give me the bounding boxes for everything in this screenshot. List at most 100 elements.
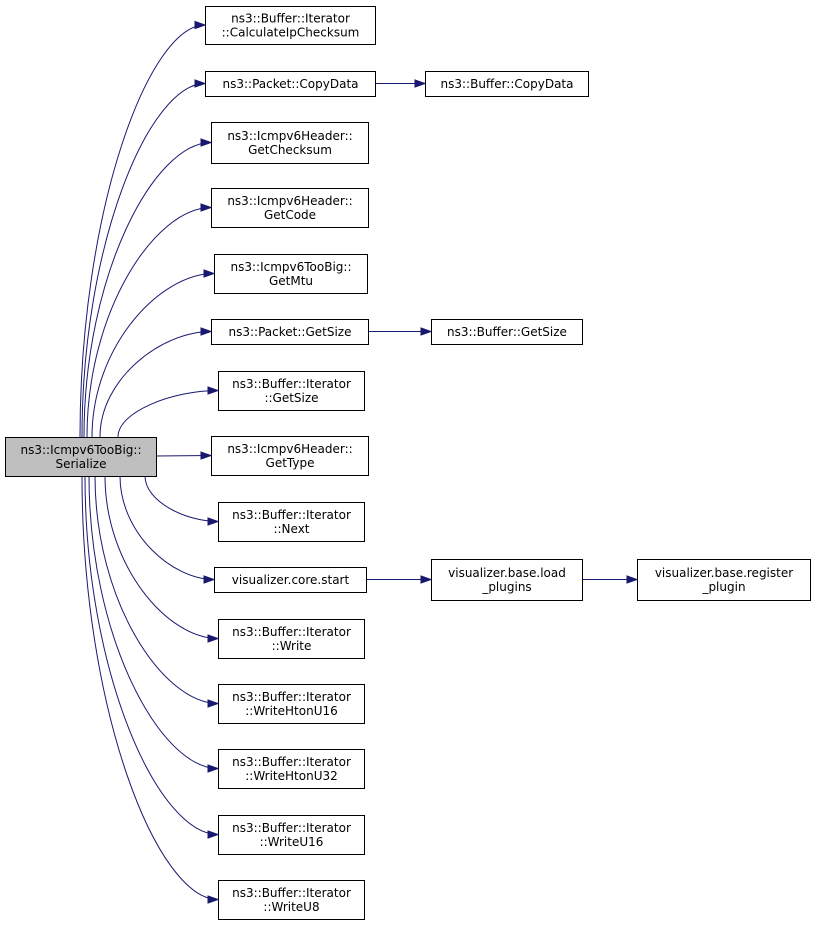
edge-root-to-calc_ip_checksum <box>79 24 206 438</box>
node-box-packet_copydata <box>205 71 376 97</box>
edge-root-to-write_u16 <box>84 475 219 835</box>
node-get_mtu[interactable]: ns3::Icmpv6TooBig::GetMtu <box>214 254 368 294</box>
node-label-calc_ip_checksum-1: ::CalculateIpChecksum <box>222 26 360 40</box>
node-iterator_next[interactable]: ns3::Buffer::Iterator::Next <box>218 502 365 542</box>
node-iterator_getsize[interactable]: ns3::Buffer::Iterator::GetSize <box>218 371 365 411</box>
edge-root-to-vis_core_start <box>119 475 215 580</box>
node-label-write_hton_u16-1: ::WriteHtonU16 <box>245 704 338 718</box>
node-vis_core_start[interactable]: visualizer.core.start <box>214 567 367 593</box>
node-label-iterator_next-1: ::Next <box>273 522 309 536</box>
node-box-buffer_getsize <box>431 319 583 345</box>
arrowhead-vis_core_start <box>203 575 216 584</box>
node-label-write_u8-1: ::WriteU8 <box>263 900 319 914</box>
node-get_checksum[interactable]: ns3::Icmpv6Header::GetChecksum <box>211 122 369 164</box>
edge-root-to-write_u8 <box>81 475 219 900</box>
node-packet_getsize[interactable]: ns3::Packet::GetSize <box>211 319 369 345</box>
node-write_u16[interactable]: ns3::Buffer::Iterator::WriteU16 <box>218 815 365 855</box>
node-label-buffer_copydata-0: ns3::Buffer::CopyData <box>441 77 574 91</box>
edge-root-to-write_hton_u16 <box>94 475 219 704</box>
arrowhead-iterator_next <box>207 517 220 526</box>
node-write_hton_u32[interactable]: ns3::Buffer::Iterator::WriteHtonU32 <box>218 749 365 789</box>
edge-root-to-packet_getsize <box>99 331 212 438</box>
node-root[interactable]: ns3::Icmpv6TooBig::Serialize <box>5 437 157 477</box>
node-calc_ip_checksum[interactable]: ns3::Buffer::Iterator::CalculateIpChecks… <box>205 6 376 45</box>
node-box-buffer_copydata <box>425 71 589 97</box>
node-box-write_u16 <box>218 815 365 855</box>
arrowhead-vis_load_plugins <box>420 575 433 584</box>
node-label-write_hton_u32-0: ns3::Buffer::Iterator <box>232 755 351 769</box>
node-label-vis_register_plugin-1: _plugin <box>701 580 745 594</box>
arrowhead-write_u8 <box>207 895 220 904</box>
node-label-vis_load_plugins-1: _plugins <box>481 580 531 594</box>
node-label-get_mtu-1: GetMtu <box>269 274 313 288</box>
node-label-root-0: ns3::Icmpv6TooBig:: <box>20 443 141 457</box>
node-get_code[interactable]: ns3::Icmpv6Header::GetCode <box>211 188 369 228</box>
node-vis_register_plugin[interactable]: visualizer.base.register_plugin <box>637 559 811 601</box>
node-box-write_u8 <box>218 880 365 920</box>
node-box-calc_ip_checksum <box>205 6 376 45</box>
node-label-get_code-1: GetCode <box>264 208 316 222</box>
edge-root-to-iterator_getsize <box>117 390 219 438</box>
node-box-get_checksum <box>211 122 369 164</box>
node-label-get_mtu-0: ns3::Icmpv6TooBig:: <box>230 260 351 274</box>
node-label-packet_getsize-0: ns3::Packet::GetSize <box>229 325 352 339</box>
node-label-vis_load_plugins-0: visualizer.base.load <box>448 566 566 580</box>
node-box-write_hton_u16 <box>218 684 365 724</box>
edge-root-to-get_checksum <box>83 142 212 438</box>
node-box-vis_register_plugin <box>637 559 811 601</box>
arrowhead-get_code <box>200 203 213 212</box>
node-box-vis_load_plugins <box>431 559 583 601</box>
node-box-packet_getsize <box>211 319 369 345</box>
arrowhead-write_hton_u16 <box>207 699 220 708</box>
node-label-write_u16-1: ::WriteU16 <box>260 835 324 849</box>
node-buffer_getsize[interactable]: ns3::Buffer::GetSize <box>431 319 583 345</box>
node-write_hton_u16[interactable]: ns3::Buffer::Iterator::WriteHtonU16 <box>218 684 365 724</box>
edge-root-to-get_code <box>86 207 212 438</box>
edges-layer <box>79 20 639 904</box>
arrowhead-buffer_copydata <box>414 79 427 88</box>
arrowhead-buffer_getsize <box>420 327 433 336</box>
arrowhead-packet_copydata <box>194 79 207 88</box>
node-write_u8[interactable]: ns3::Buffer::Iterator::WriteU8 <box>218 880 365 920</box>
node-buffer_copydata[interactable]: ns3::Buffer::CopyData <box>425 71 589 97</box>
node-label-get_code-0: ns3::Icmpv6Header:: <box>227 194 352 208</box>
edge-root-to-get_mtu <box>91 273 215 438</box>
node-label-vis_core_start-0: visualizer.core.start <box>232 573 350 587</box>
arrowhead-packet_getsize <box>200 327 213 336</box>
node-label-write_u16-0: ns3::Buffer::Iterator <box>232 821 351 835</box>
node-iterator_write[interactable]: ns3::Buffer::Iterator::Write <box>218 619 365 659</box>
node-vis_load_plugins[interactable]: visualizer.base.load_plugins <box>431 559 583 601</box>
node-box-vis_core_start <box>214 567 367 593</box>
arrowhead-write_u16 <box>207 830 220 839</box>
node-label-iterator_next-0: ns3::Buffer::Iterator <box>232 508 351 522</box>
node-label-root-1: Serialize <box>56 457 107 471</box>
node-label-get_type-0: ns3::Icmpv6Header:: <box>227 442 352 456</box>
node-label-iterator_getsize-1: ::GetSize <box>264 391 318 405</box>
node-label-iterator_getsize-0: ns3::Buffer::Iterator <box>232 377 351 391</box>
node-box-iterator_getsize <box>218 371 365 411</box>
edge-root-to-iterator_write <box>104 475 219 639</box>
arrowhead-get_checksum <box>200 138 213 147</box>
node-get_type[interactable]: ns3::Icmpv6Header::GetType <box>211 436 369 476</box>
node-label-vis_register_plugin-0: visualizer.base.register <box>655 566 793 580</box>
node-label-get_type-1: GetType <box>266 456 315 470</box>
arrowhead-iterator_write <box>207 634 220 643</box>
arrowhead-iterator_getsize <box>207 386 220 395</box>
node-label-packet_copydata-0: ns3::Packet::CopyData <box>222 77 358 91</box>
node-label-iterator_write-1: ::Write <box>272 639 312 653</box>
node-label-get_checksum-1: GetChecksum <box>248 143 332 157</box>
arrowhead-vis_register_plugin <box>626 575 639 584</box>
node-box-root <box>5 437 157 477</box>
node-label-calc_ip_checksum-0: ns3::Buffer::Iterator <box>231 12 350 26</box>
node-box-get_mtu <box>214 254 368 294</box>
node-label-write_hton_u16-0: ns3::Buffer::Iterator <box>232 690 351 704</box>
node-box-get_code <box>211 188 369 228</box>
node-box-iterator_write <box>218 619 365 659</box>
nodes-layer: ns3::Icmpv6TooBig::Serializens3::Buffer:… <box>5 6 811 920</box>
node-box-get_type <box>211 436 369 476</box>
node-label-write_u8-0: ns3::Buffer::Iterator <box>232 886 351 900</box>
node-label-buffer_getsize-0: ns3::Buffer::GetSize <box>447 325 567 339</box>
node-packet_copydata[interactable]: ns3::Packet::CopyData <box>205 71 376 97</box>
edge-root-to-packet_copydata <box>81 83 206 438</box>
